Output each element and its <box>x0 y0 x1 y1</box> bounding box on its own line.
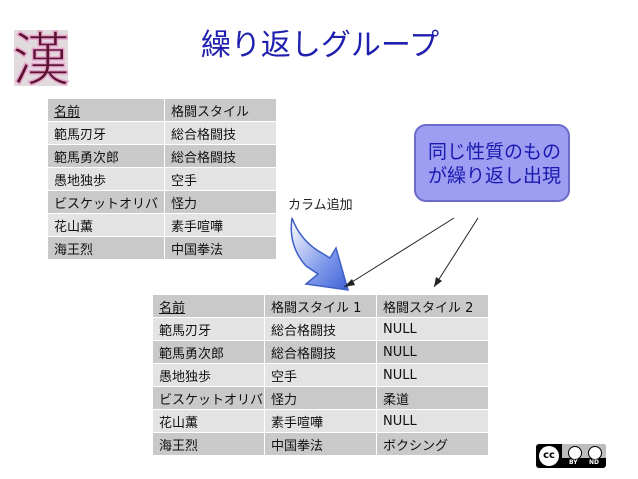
cell-name: 範馬刃牙 <box>152 317 265 341</box>
table-row: 範馬勇次郎 総合格闘技 <box>47 144 277 168</box>
cell-style-1: 総合格闘技 <box>264 317 377 341</box>
add-column-label: カラム追加 <box>288 198 353 213</box>
cell-style-2: 柔道 <box>376 386 489 410</box>
svg-text:漢: 漢 <box>12 26 70 92</box>
cell-style-2: NULL <box>376 363 489 387</box>
header-name: 名前 <box>152 294 265 318</box>
nd-label: ND <box>589 459 600 466</box>
cell-style-1: 素手喧嘩 <box>264 409 377 433</box>
callout-box: 同じ性質のもの が繰り返し出現 <box>414 124 570 202</box>
by-label: BY <box>569 459 578 466</box>
original-table: 名前 格闘スタイル 範馬刃牙 総合格闘技 範馬勇次郎 総合格闘技 愚地独歩 空手… <box>47 98 277 260</box>
table-row: 花山薫 素手喧嘩 NULL <box>152 409 489 433</box>
cell-name: 範馬刃牙 <box>47 121 165 145</box>
creative-commons-icon: cc BY ND <box>536 444 606 468</box>
table-row: 範馬刃牙 総合格闘技 NULL <box>152 317 489 341</box>
header-name: 名前 <box>47 98 165 122</box>
cell-style-1: 空手 <box>264 363 377 387</box>
cell-name: 花山薫 <box>47 213 165 237</box>
table-row: 範馬刃牙 総合格闘技 <box>47 121 277 145</box>
table-row: 花山薫 素手喧嘩 <box>47 213 277 237</box>
slide-title: 繰り返しグループ <box>200 28 440 63</box>
table-row: ビスケットオリバ 怪力 柔道 <box>152 386 489 410</box>
cell-name: 範馬勇次郎 <box>47 144 165 168</box>
cell-style-2: ボクシング <box>376 432 489 456</box>
cell-name: 花山薫 <box>152 409 265 433</box>
callout-line-1: 同じ性質のもの <box>428 141 562 163</box>
table-row: 海王烈 中国拳法 <box>47 236 277 260</box>
cell-style-1: 中国拳法 <box>264 432 377 456</box>
by-person-icon <box>568 446 582 460</box>
table-row: 愚地独歩 空手 NULL <box>152 363 489 387</box>
kanji-logo-icon: 漢 <box>8 20 74 95</box>
cell-name: 範馬勇次郎 <box>152 340 265 364</box>
table-header-row: 名前 格闘スタイル <box>47 98 277 122</box>
cell-style-1: 怪力 <box>264 386 377 410</box>
cell-style-1: 総合格闘技 <box>264 340 377 364</box>
cell-name: 海王烈 <box>47 236 165 260</box>
table-row: 範馬勇次郎 総合格闘技 NULL <box>152 340 489 364</box>
cell-style: 総合格闘技 <box>164 121 277 145</box>
cell-style-2: NULL <box>376 317 489 341</box>
callout-line-2: が繰り返し出現 <box>428 165 562 187</box>
expanded-table: 名前 格闘スタイル 1 格闘スタイル 2 範馬刃牙 総合格闘技 NULL 範馬勇… <box>152 294 489 456</box>
nd-equals-icon <box>588 446 602 460</box>
cell-style: 素手喧嘩 <box>164 213 277 237</box>
header-style-1: 格闘スタイル 1 <box>264 294 377 318</box>
cell-name: 愚地独歩 <box>152 363 265 387</box>
header-style: 格闘スタイル <box>164 98 277 122</box>
cell-name: ビスケットオリバ <box>47 190 165 214</box>
pointer-lines <box>343 217 479 288</box>
cc-logo: cc <box>539 446 559 466</box>
table-header-row: 名前 格闘スタイル 1 格闘スタイル 2 <box>152 294 489 318</box>
cell-style-2: NULL <box>376 409 489 433</box>
header-style-2: 格闘スタイル 2 <box>376 294 489 318</box>
down-arrow-icon <box>290 217 350 291</box>
cell-style: 中国拳法 <box>164 236 277 260</box>
cell-name: ビスケットオリバ <box>152 386 265 410</box>
table-row: 海王烈 中国拳法 ボクシング <box>152 432 489 456</box>
cell-style: 総合格闘技 <box>164 144 277 168</box>
cell-style-2: NULL <box>376 340 489 364</box>
cell-name: 海王烈 <box>152 432 265 456</box>
